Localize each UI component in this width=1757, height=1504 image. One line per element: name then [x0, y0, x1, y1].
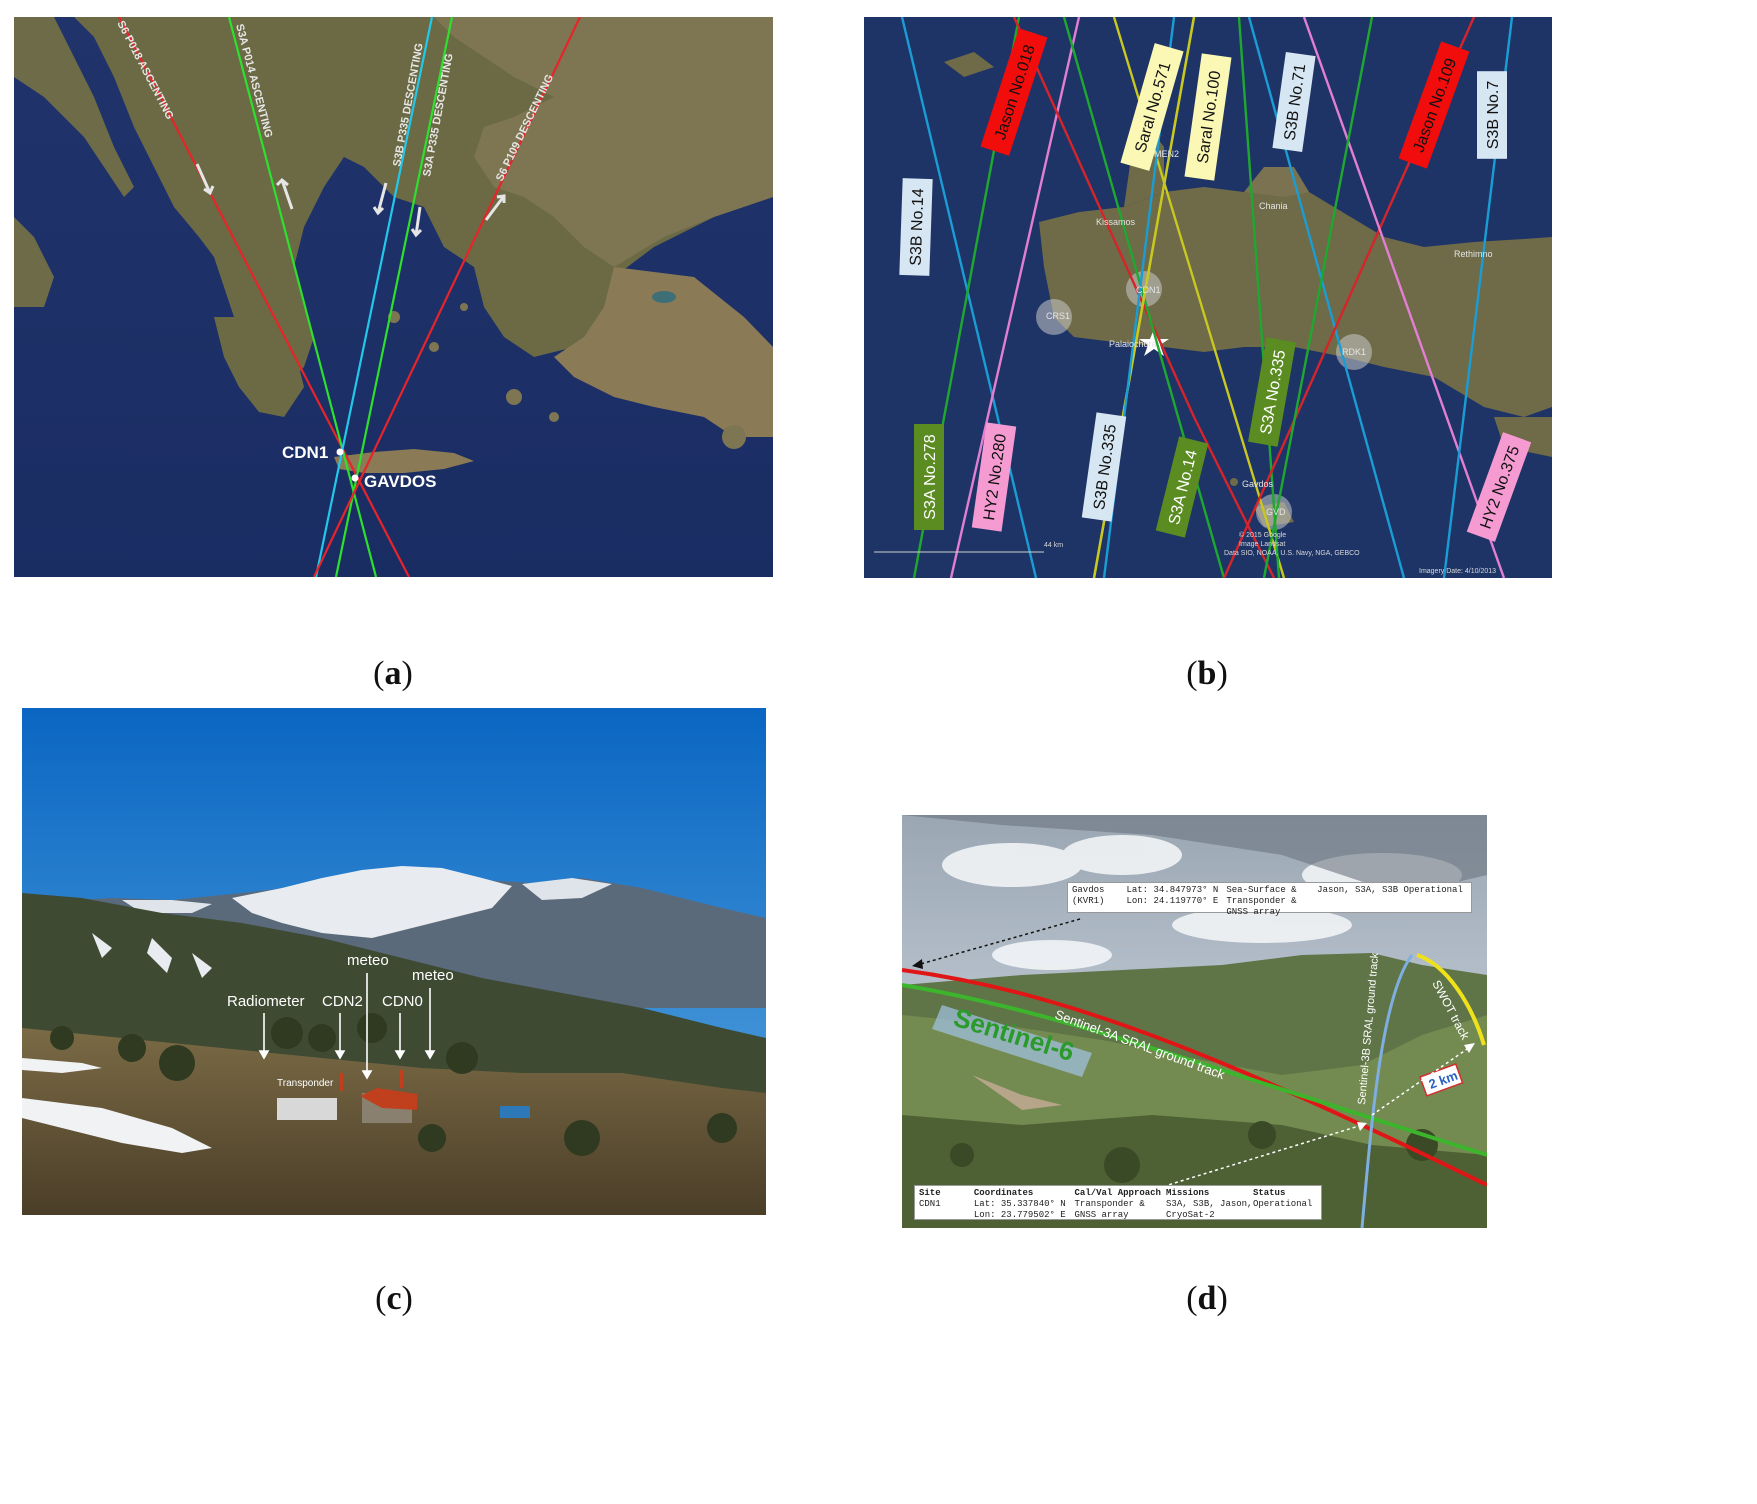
table-cell: GNSS array	[1074, 1210, 1129, 1220]
table-cell	[1253, 1210, 1317, 1221]
table-cell	[919, 1210, 974, 1221]
place-names: Kissamos Chania Rethimno Palaiochora Gav…	[1046, 149, 1493, 517]
svg-text:44 km: 44 km	[1044, 542, 1063, 549]
svg-text:CDN1: CDN1	[1136, 285, 1161, 295]
table-cell: S3A, S3B, Jason,	[1166, 1199, 1253, 1209]
svg-text:Image Landsat: Image Landsat	[1239, 541, 1285, 548]
track-s3a-p335	[334, 17, 454, 577]
track-label-box: S3A No.278	[914, 424, 944, 530]
table-cell: Status	[1252, 1188, 1286, 1198]
table-cell	[1403, 907, 1467, 918]
table-cell: Transponder &	[1074, 1199, 1145, 1209]
table-cell: Lon: 24.119770° E	[1126, 896, 1219, 906]
svg-text:Rethimno: Rethimno	[1454, 249, 1493, 259]
table-row: (KVR1) Lon: 24.119770° E Transponder &	[1072, 896, 1467, 907]
svg-text:Imagery Date: 4/10/2013: Imagery Date: 4/10/2013	[1419, 568, 1496, 575]
table-row: Lon: 23.779502° E GNSS array CryoSat-2	[919, 1210, 1317, 1221]
table-cell: Lon: 23.779502° E	[973, 1210, 1066, 1220]
track-s6-p018	[118, 17, 410, 577]
table-row: Site Coordinates Cal/Val Approach Missions S…	[919, 1188, 1317, 1199]
site-label-cdn1: CDN1	[282, 443, 328, 462]
track-label-box: S3B No.14	[899, 178, 933, 276]
track-label-text: S3B No.14	[908, 188, 928, 266]
table-cell: CDN1	[919, 1199, 941, 1209]
gavdos-table: Gavdos Lat: 34.847973° N Sea-Surface & Jaso…	[1067, 882, 1472, 917]
table-cell	[1072, 907, 1126, 918]
annotation-labels: Radiometer CDN2 meteo CDN0 meteo Transpo…	[227, 952, 454, 1089]
panel-d-photo: Sentinel-6 Sentinel-3A SRAL ground track…	[902, 815, 1487, 1228]
table-cell: Cal/Val Approach	[1074, 1188, 1161, 1198]
table-cell: CryoSat-2	[1166, 1210, 1215, 1220]
table-cell	[1403, 896, 1467, 907]
table-cell: (KVR1)	[1072, 896, 1105, 906]
table-cell: Jason, S3A, S3B	[1317, 885, 1399, 895]
caption-c: (c)	[375, 1280, 413, 1317]
svg-text:RDK1: RDK1	[1342, 347, 1366, 357]
track-label-box: S3B No.7	[1477, 71, 1507, 159]
svg-text:Chania: Chania	[1259, 201, 1288, 211]
track-s3a-p014	[227, 17, 378, 577]
track-sentinel6	[902, 983, 1487, 1157]
track-sentinel3a	[902, 968, 1487, 1187]
track-sentinel3b	[1360, 954, 1414, 1228]
direction-arrows	[195, 163, 506, 238]
table-cell: Gavdos	[1072, 885, 1105, 895]
table-cell	[1317, 907, 1403, 918]
svg-text:meteo: meteo	[347, 952, 389, 969]
svg-text:Radiometer: Radiometer	[227, 993, 305, 1010]
table-cell: GNSS array	[1226, 907, 1281, 917]
track-label-text: S3B No.7	[1485, 81, 1502, 150]
svg-text:CDN0: CDN0	[382, 993, 423, 1010]
track-label-box: S3B No.71	[1272, 51, 1316, 153]
svg-text:© 2015 Google: © 2015 Google	[1239, 531, 1286, 539]
table-row: GNSS array	[1072, 907, 1467, 918]
table-cell	[1317, 896, 1403, 907]
caption-d: (d)	[1186, 1280, 1228, 1317]
svg-text:CDN2: CDN2	[322, 993, 363, 1010]
svg-text:GVD: GVD	[1266, 507, 1286, 517]
svg-text:Palaiochora: Palaiochora	[1109, 339, 1157, 349]
table-cell: Sea-Surface &	[1226, 885, 1297, 895]
panel-c-photo: Radiometer CDN2 meteo CDN0 meteo Transpo…	[22, 708, 766, 1215]
table-cell: Coordinates	[973, 1188, 1034, 1198]
site-label-gavdos: GAVDOS	[364, 472, 436, 491]
table-cell: Transponder &	[1226, 896, 1297, 906]
table-cell: Missions	[1166, 1188, 1210, 1198]
site-marker-cdn1	[336, 448, 344, 456]
table-cell: Operational	[1252, 1199, 1313, 1209]
table-row: Gavdos Lat: 34.847973° N Sea-Surface & Jaso…	[1072, 885, 1467, 896]
track-swot	[1416, 953, 1486, 1046]
track-s6-p109	[313, 17, 581, 577]
annotation-arrows	[258, 973, 436, 1080]
track-s3b-p335	[314, 17, 434, 577]
table-cell: Lat: 34.847973° N	[1126, 885, 1219, 895]
svg-text:Gavdos: Gavdos	[1242, 479, 1274, 489]
table-row: CDN1 Lat: 35.337840° N Transponder & S3A, S…	[919, 1199, 1317, 1210]
ground-tracks	[900, 17, 1514, 578]
table-cell: Lat: 35.337840° N	[973, 1199, 1066, 1209]
svg-text:Transponder: Transponder	[277, 1078, 334, 1089]
track-label-box: HY2 No.280	[971, 422, 1017, 532]
caption-a: (a)	[373, 655, 413, 692]
site-marker-gavdos	[351, 474, 359, 482]
svg-text:meteo: meteo	[412, 967, 454, 984]
table-cell: Site	[919, 1188, 941, 1198]
table-cell	[1126, 907, 1226, 918]
table-cell: Operational	[1403, 885, 1463, 895]
svg-text:CRS1: CRS1	[1046, 311, 1070, 321]
attribution: © 2015 Google Image Landsat Data SIO, NO…	[1044, 531, 1496, 575]
panel-a-map: S6 P018 ASCENTING S3A P014 ASCENTING S3B…	[14, 17, 773, 577]
track-label-text: S3A No.278	[922, 434, 939, 520]
svg-text:Data SIO, NOAA, U.S. Navy, NGA: Data SIO, NOAA, U.S. Navy, NGA, GEBCO	[1224, 550, 1360, 557]
svg-text:MEN2: MEN2	[1154, 149, 1179, 159]
dotted-arrows	[916, 918, 1081, 966]
svg-text:Kissamos: Kissamos	[1096, 217, 1136, 227]
star-marker	[1139, 329, 1169, 356]
caption-b: (b)	[1186, 655, 1228, 692]
